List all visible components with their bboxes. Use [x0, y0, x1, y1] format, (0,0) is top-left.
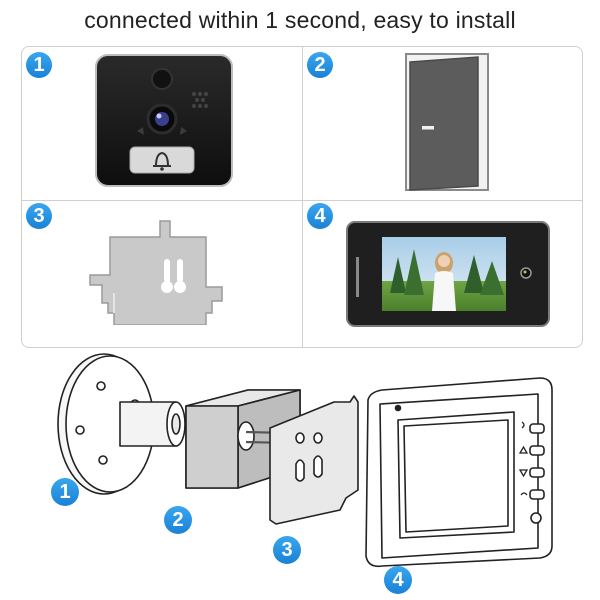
installation-diagram: 1 2 3 4	[0, 350, 600, 600]
diagram-badge-1: 1	[51, 478, 79, 506]
step-cell-4: 4	[303, 201, 583, 351]
grid-divider-horizontal	[22, 200, 582, 201]
headline: connected within 1 second, easy to insta…	[84, 7, 516, 33]
installation-drawing	[57, 353, 553, 568]
steps-grid: 1	[21, 46, 583, 348]
bell-icon	[153, 151, 171, 171]
step-badge-3: 3	[26, 203, 52, 229]
step-cell-3: 3	[22, 201, 302, 351]
step-cell-1: 1	[22, 47, 302, 197]
door-image	[405, 53, 489, 191]
diagram-badge-3: 3	[273, 536, 301, 564]
diagram-badge-2: 2	[164, 506, 192, 534]
diagram-badge-4: 4	[384, 566, 412, 594]
indoor-monitor-image	[346, 221, 550, 327]
step-cell-2: 2	[303, 47, 583, 197]
step-badge-2: 2	[307, 52, 333, 78]
mounting-plate-image	[89, 220, 223, 325]
grid-divider-vertical	[302, 47, 303, 347]
step-badge-1: 1	[26, 52, 52, 78]
doorbell-camera-image	[95, 54, 233, 187]
step-badge-4: 4	[307, 203, 333, 229]
